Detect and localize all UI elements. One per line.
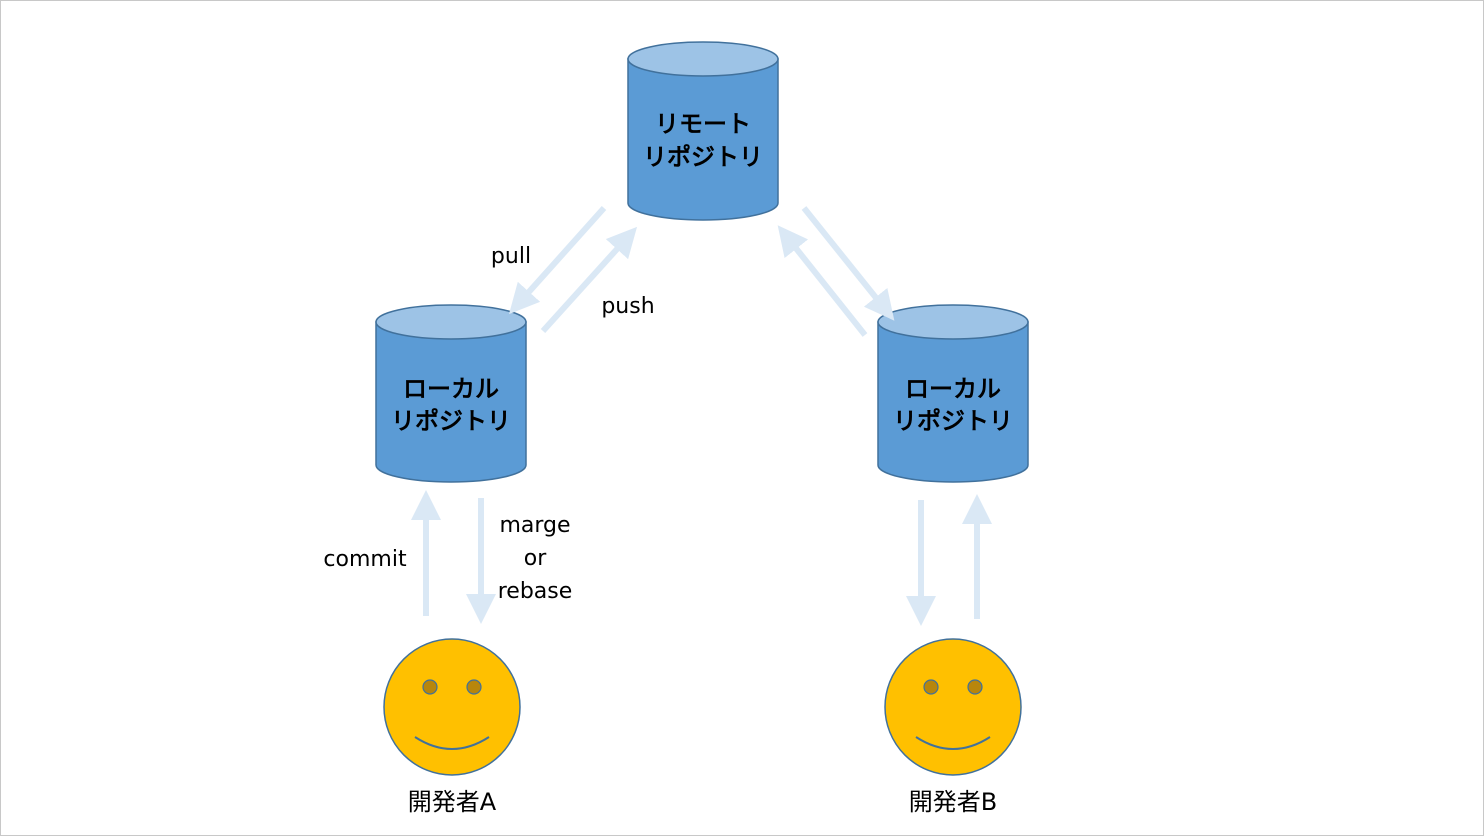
pull-label: pull: [491, 244, 531, 269]
local-repository-b-label-line2: リポジトリ: [893, 407, 1013, 435]
remote-repository-cylinder: リモート リポジトリ: [627, 41, 779, 221]
merge-label-line1: marge: [499, 513, 570, 538]
developer-b-label: 開発者B: [909, 788, 997, 816]
local-repository-a-label-line1: ローカル: [403, 375, 499, 403]
local-repository-b-cylinder: ローカル リポジトリ: [877, 304, 1029, 483]
local-repository-a-cylinder: ローカル リポジトリ: [375, 304, 527, 483]
local-repository-a-label-line2: リポジトリ: [391, 407, 511, 435]
push-arrow: [540, 226, 638, 334]
commit-label: commit: [323, 547, 407, 572]
merge-label-line3: rebase: [498, 579, 573, 604]
pull-arrow-b: [801, 206, 895, 321]
merge-label-line2: or: [524, 546, 547, 571]
developer-a-label: 開発者A: [408, 788, 497, 816]
pull-arrow: [508, 205, 607, 315]
remote-repository-label-line2: リポジトリ: [643, 143, 763, 171]
local-repository-b-label-line1: ローカル: [905, 375, 1001, 403]
remote-repository-label-line1: リモート: [655, 110, 751, 138]
developer-a-smiley-icon: [383, 638, 521, 776]
push-arrow-b: [777, 225, 868, 337]
push-label: push: [601, 294, 654, 319]
developer-b-smiley-icon: [884, 638, 1022, 776]
